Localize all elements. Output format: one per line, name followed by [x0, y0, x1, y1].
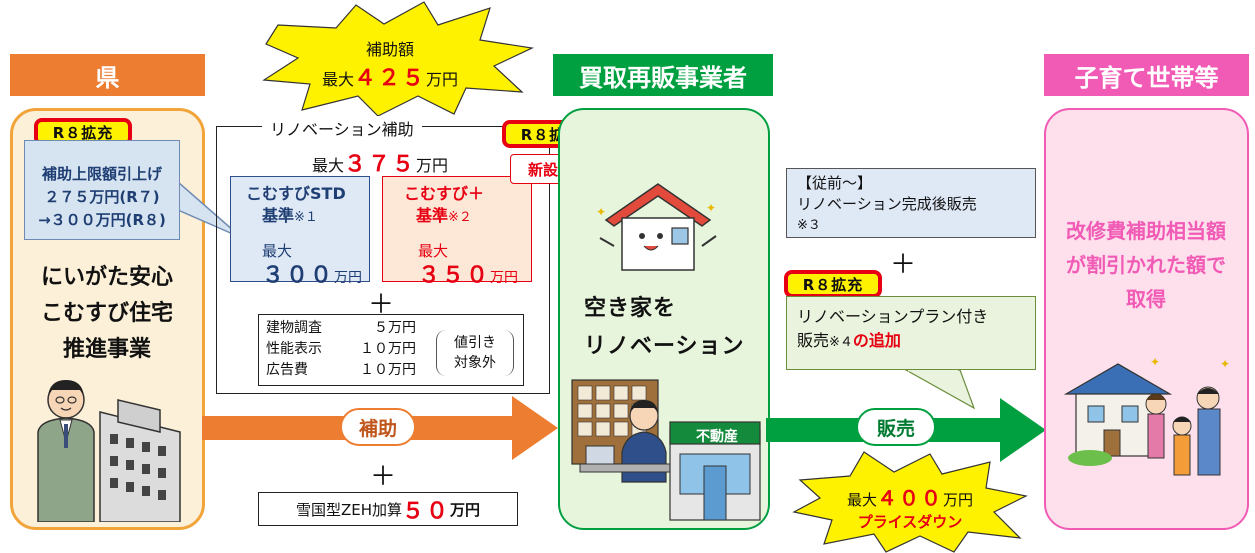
- zeh-plus-sign: ＋: [370, 462, 397, 492]
- svg-text:✦: ✦: [1150, 355, 1160, 369]
- std-box: [230, 176, 370, 282]
- plus-line1: こむすび＋: [404, 184, 485, 203]
- header-family: 子育て世帯等: [1044, 54, 1249, 96]
- sales-arrow-label: 販売: [856, 408, 936, 446]
- house-character-icon: ✦✦: [596, 183, 717, 271]
- prev-line2: リノベーション完成後販売: [797, 195, 977, 213]
- plan-line2b: の追加: [852, 331, 901, 350]
- seller-line2: リノベーション: [584, 334, 745, 359]
- pref-raise-line2: ２７５万円(R７): [44, 188, 160, 206]
- pref-raise-title: 補助上限額引上げ: [41, 165, 162, 183]
- std-line2: 基準: [262, 206, 295, 225]
- pref-project-line1: にいがた安心: [40, 265, 173, 290]
- plan-line2a: 販売: [797, 331, 830, 350]
- renovation-max-prefix: 最大: [312, 156, 345, 175]
- item-2-amount: １０万円: [360, 362, 416, 378]
- starburst-bottom-suffix: 万円: [943, 491, 974, 509]
- renovation-max-suffix: 万円: [416, 156, 449, 175]
- renovation-max: 最大３７５万円: [312, 146, 448, 178]
- plus-unit: 万円: [490, 270, 519, 286]
- items-list: 建物調査 ５万円 性能表示 １０万円 広告費 １０万円: [266, 318, 416, 381]
- pref-project-line3: 推進事業: [62, 337, 151, 362]
- std-title: こむすびSTD 基準※１: [246, 183, 346, 229]
- std-line1: こむすびSTD: [246, 184, 346, 203]
- family-house-illustration: ✦✦: [1063, 355, 1230, 476]
- real-estate-office-illustration: [571, 379, 761, 521]
- svg-text:✦: ✦: [1220, 357, 1230, 371]
- plan-line1: リノベーションプラン付き: [797, 307, 989, 326]
- discount-line1: 値引き: [454, 335, 496, 351]
- starburst-top-number: ４２５: [353, 66, 426, 91]
- item-1-amount: １０万円: [360, 341, 416, 357]
- item-0-amount: ５万円: [374, 320, 416, 336]
- svg-text:✦: ✦: [706, 201, 716, 215]
- plus-amount-row: ３５０万円: [418, 257, 518, 289]
- svg-text:✦: ✦: [596, 205, 606, 219]
- family-line3: 取得: [1126, 287, 1166, 311]
- std-unit: 万円: [334, 270, 363, 286]
- zeh-amount: ５０: [402, 499, 451, 524]
- plan-note: ※４: [829, 335, 853, 350]
- renovation-title: リノベーション補助: [262, 116, 422, 140]
- real-estate-sign: 不動産: [696, 429, 738, 445]
- starburst-bottom-prefix: 最大: [846, 491, 877, 509]
- plus-amount: ３５０: [418, 263, 491, 288]
- std-note: ※１: [294, 210, 318, 225]
- seller-line1: 空き家を: [584, 296, 677, 321]
- sales-r8-badge: R８拡充: [784, 270, 882, 298]
- plus-note: ※２: [448, 210, 472, 225]
- items-box: [258, 314, 524, 386]
- item-0-label: 建物調査: [266, 320, 322, 336]
- pref-raise-bubble: 補助上限額引上げ ２７５万円(R７) →３００万円(R８): [24, 140, 180, 240]
- zeh-unit: 万円: [450, 500, 481, 519]
- starburst-top-text: 補助額 最大４２５万円: [300, 36, 480, 92]
- starburst-bottom-number: ４００: [877, 486, 943, 510]
- prev-note: ※３: [797, 218, 821, 233]
- family-text: 改修費補助相当額 が割引かれた額で 取得: [1046, 214, 1246, 316]
- header-pref: 県: [10, 54, 205, 96]
- starburst-bottom-text: 最大４００万円 プライスダウン: [820, 482, 1000, 532]
- pref-project-line2: こむすび住宅: [40, 301, 173, 326]
- std-amount: ３００: [262, 263, 335, 288]
- family-line2: が割引かれた額で: [1066, 253, 1226, 277]
- seller-text: 空き家を リノベーション: [584, 290, 745, 366]
- plus-box: [382, 176, 532, 282]
- item-2-label: 広告費: [266, 362, 308, 378]
- starburst-bottom-line2: プライスダウン: [857, 513, 963, 531]
- prev-sales-box: 【従前～】 リノベーション完成後販売 ※３: [786, 168, 1036, 238]
- header-seller: 買取再販事業者: [553, 54, 773, 96]
- starburst-top: [262, 1, 535, 117]
- pref-project-title: にいがた安心 こむすび住宅 推進事業: [12, 260, 202, 368]
- discount-exempt: 値引き 対象外: [436, 330, 514, 376]
- official-building-illustration: [37, 380, 181, 522]
- family-line1: 改修費補助相当額: [1066, 219, 1226, 243]
- starburst-top-suffix: 万円: [426, 70, 459, 89]
- plan-bubble: リノベーションプラン付き 販売※４の追加: [786, 296, 1036, 370]
- plan-bubble-tail: [904, 370, 976, 410]
- plus-title: こむすび＋ 基準※２: [404, 183, 484, 229]
- zeh-label: 雪国型ZEH加算: [295, 500, 402, 519]
- starburst-top-line1: 補助額: [365, 40, 414, 59]
- plus-line2: 基準: [416, 206, 449, 225]
- subsidy-arrow-label: 補助: [340, 408, 416, 446]
- prev-line1: 【従前～】: [797, 174, 873, 192]
- discount-line2: 対象外: [454, 355, 496, 371]
- starburst-top-prefix: 最大: [321, 70, 354, 89]
- pref-raise-line3: →３００万円(R８): [38, 211, 166, 229]
- renovation-max-number: ３７５: [344, 152, 417, 177]
- starburst-bottom: [792, 451, 1028, 553]
- std-amount-row: ３００万円: [262, 257, 362, 289]
- sales-plus-sign: ＋: [890, 250, 917, 280]
- renovation-plus-sign: ＋: [368, 290, 395, 320]
- std-max-label: 最大: [262, 242, 293, 260]
- plus-max-label: 最大: [418, 242, 449, 260]
- item-1-label: 性能表示: [266, 341, 322, 357]
